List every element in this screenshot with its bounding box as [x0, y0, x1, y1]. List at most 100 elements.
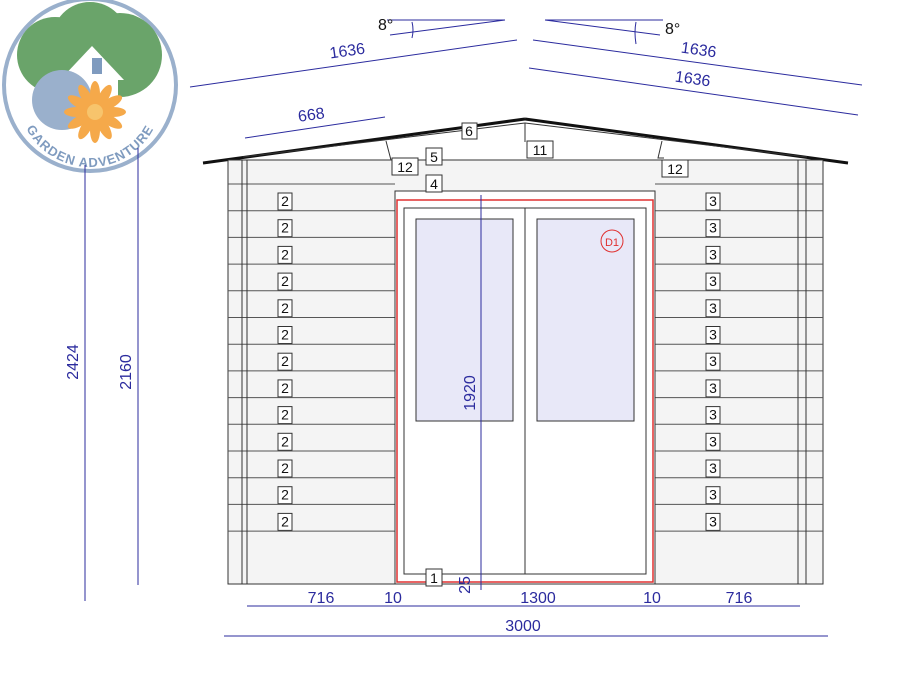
- angle-right-label: 8°: [665, 21, 680, 38]
- sun-flower-icon: [64, 81, 126, 143]
- board-label-right: 3: [709, 353, 717, 369]
- board-label-left: 2: [281, 246, 289, 262]
- board-label-right-box: [705, 432, 721, 451]
- wall-boards-right: 3 3 3 3 3 3 3 3 3 3 3 3 3: [655, 183, 823, 532]
- board-label-right: 3: [709, 193, 717, 209]
- door-right-glass: [536, 218, 635, 422]
- dimension-labels: 8° 8° 1636 1636 1636 668 2424 2160 1920 …: [65, 17, 752, 635]
- board-label-right: 3: [709, 273, 717, 289]
- board-label-right: 3: [709, 220, 717, 236]
- dim-roof-right-bottom-label: 1636: [674, 69, 712, 91]
- board-label-left-box: [277, 432, 293, 451]
- angle-left-arc: [411, 21, 414, 39]
- board-label-right: 3: [709, 487, 717, 503]
- board-label-left: 2: [281, 273, 289, 289]
- board-label-left-box: [277, 326, 293, 344]
- board-label-right: 3: [709, 460, 717, 476]
- board-label-left-box: [277, 272, 293, 291]
- board-label-right-box: [705, 459, 721, 478]
- door-code-label: D1: [605, 237, 619, 249]
- board-label-left-box: [277, 406, 293, 425]
- board-label-left: 2: [281, 407, 289, 423]
- board-label-right: 3: [709, 246, 717, 262]
- board-label-right: 3: [709, 380, 717, 396]
- dim-height-total-label: 2424: [65, 344, 82, 380]
- board-label-left: 2: [281, 193, 289, 209]
- door-red-outline: [396, 199, 654, 583]
- board-label-left: 2: [281, 433, 289, 449]
- part-box-gable-right: [661, 159, 689, 178]
- board-label-left: 2: [281, 327, 289, 343]
- dim-roof-left-label: 1636: [329, 41, 367, 63]
- dim-threshold-label: 25: [457, 576, 474, 594]
- board-label-left-box: [277, 352, 293, 371]
- roof-under-left: [242, 122, 526, 158]
- board-label-right-box: [705, 192, 721, 211]
- board-label-left-box: [277, 379, 293, 398]
- dim-roof-right-bottom: [528, 67, 859, 116]
- board-label-right-box: [705, 406, 721, 425]
- board-label-left-box: [277, 299, 293, 318]
- part-label-frame-top: 5: [430, 149, 438, 165]
- dim-overhang-label: 668: [297, 105, 326, 126]
- board-label-left: 2: [281, 380, 289, 396]
- dim-roof-right-top: [532, 39, 863, 86]
- board-label-left-box: [277, 219, 293, 238]
- door-left-glass: [415, 218, 514, 422]
- dim-bottom-left-label: 716: [308, 590, 335, 607]
- angle-left-label: 8°: [378, 17, 393, 34]
- dimension-lines: [84, 19, 863, 637]
- board-label-right: 3: [709, 433, 717, 449]
- dim-door-width-label: 1300: [520, 590, 556, 607]
- part-label-gable-left: 12: [397, 159, 413, 175]
- house-window-icon: [92, 58, 102, 74]
- board-label-right: 3: [709, 407, 717, 423]
- angle-right-arc: [634, 21, 637, 45]
- part-box-frame-top: [425, 147, 443, 166]
- door-code-circle: [600, 229, 624, 253]
- angle-left-slope: [389, 19, 506, 36]
- board-label-right: 3: [709, 327, 717, 343]
- board-label-right-box: [705, 219, 721, 238]
- part-labels: 6 12 5 11 12 4 1: [391, 122, 689, 587]
- part-box-ridge-support: [526, 140, 554, 159]
- dim-total-width-label: 3000: [505, 618, 541, 635]
- dim-roof-left: [189, 39, 518, 88]
- board-label-right-box: [705, 245, 721, 264]
- board-label-right-box: [705, 299, 721, 318]
- board-label-left-box: [277, 486, 293, 505]
- board-label-left-box: [277, 192, 293, 211]
- garden-adventure-logo: GARDEN ADVENTURE: [2, 0, 178, 173]
- board-label-right-box: [705, 379, 721, 398]
- dim-gap-right-label: 10: [643, 590, 661, 607]
- part-box-gable-left: [391, 157, 419, 176]
- roof-under-right: [524, 122, 808, 158]
- part-box-ridge: [461, 122, 478, 140]
- board-label-right-box: [705, 486, 721, 505]
- board-label-left: 2: [281, 487, 289, 503]
- board-label-right-box: [705, 326, 721, 344]
- dim-door-height-label: 1920: [462, 375, 479, 411]
- board-label-right-box: [705, 512, 721, 531]
- board-label-left-box: [277, 459, 293, 478]
- part-label-frame-header: 4: [430, 176, 438, 192]
- board-label-right: 3: [709, 300, 717, 316]
- part-box-threshold: [425, 568, 443, 587]
- board-label-right: 3: [709, 513, 717, 529]
- part-box-frame-header: [425, 174, 443, 193]
- board-label-left-box: [277, 245, 293, 264]
- dim-gap-left-label: 10: [384, 590, 402, 607]
- dim-overhang: [244, 116, 386, 139]
- part-label-threshold: 1: [430, 570, 438, 586]
- gable-bracket-right: [657, 140, 664, 159]
- dim-height-wall-label: 2160: [118, 354, 135, 390]
- part-label-ridge: 6: [465, 123, 473, 139]
- board-label-right-box: [705, 272, 721, 291]
- part-label-ridge-support: 11: [533, 142, 548, 158]
- logo-tree-top: [52, 2, 128, 78]
- angle-right-slope: [544, 19, 661, 36]
- board-label-left: 2: [281, 513, 289, 529]
- double-door: D1: [394, 190, 656, 585]
